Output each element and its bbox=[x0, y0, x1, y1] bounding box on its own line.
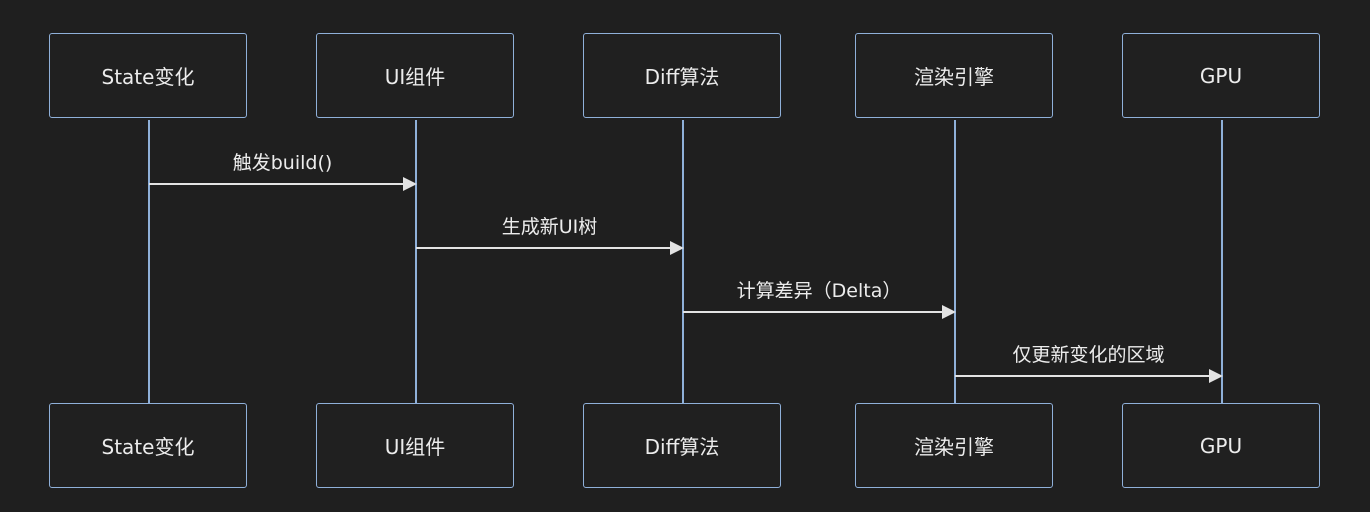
participant-bottom-ui: UI组件 bbox=[316, 403, 514, 488]
participant-bottom-state: State变化 bbox=[49, 403, 247, 488]
message-arrow-new-ui-tree bbox=[416, 241, 684, 255]
lifeline-ui bbox=[415, 120, 417, 403]
participant-label: State变化 bbox=[101, 65, 195, 89]
participant-top-render: 渲染引擎 bbox=[855, 33, 1053, 118]
arrow-line bbox=[683, 311, 944, 313]
participant-label: UI组件 bbox=[384, 435, 446, 459]
arrow-head-icon bbox=[1209, 369, 1223, 383]
participant-label: 渲染引擎 bbox=[914, 435, 994, 459]
lifeline-diff bbox=[682, 120, 684, 403]
message-label-new-ui-tree: 生成新UI树 bbox=[501, 216, 598, 238]
lifeline-state bbox=[148, 120, 150, 403]
participant-label: Diff算法 bbox=[644, 435, 720, 459]
arrow-line bbox=[955, 375, 1211, 377]
arrow-head-icon bbox=[403, 177, 417, 191]
arrow-head-icon bbox=[670, 241, 684, 255]
participant-bottom-gpu: GPU bbox=[1122, 403, 1320, 488]
message-arrow-compute-delta bbox=[683, 305, 956, 319]
participant-top-state: State变化 bbox=[49, 33, 247, 118]
participant-label: State变化 bbox=[101, 435, 195, 459]
arrow-head-icon bbox=[942, 305, 956, 319]
message-label-trigger-build: 触发build() bbox=[232, 152, 333, 174]
lifeline-render bbox=[954, 120, 956, 403]
arrow-line bbox=[149, 183, 405, 185]
message-arrow-trigger-build bbox=[149, 177, 417, 191]
participant-label: Diff算法 bbox=[644, 65, 720, 89]
participant-label: GPU bbox=[1199, 63, 1243, 88]
participant-label: GPU bbox=[1199, 433, 1243, 458]
participant-label: 渲染引擎 bbox=[914, 65, 994, 89]
participant-top-ui: UI组件 bbox=[316, 33, 514, 118]
message-label-update-region: 仅更新变化的区域 bbox=[1012, 344, 1165, 366]
message-label-compute-delta: 计算差异（Delta） bbox=[736, 280, 902, 302]
lifeline-gpu bbox=[1221, 120, 1223, 403]
participant-top-diff: Diff算法 bbox=[583, 33, 781, 118]
participant-label: UI组件 bbox=[384, 65, 446, 89]
arrow-line bbox=[416, 247, 672, 249]
participant-bottom-diff: Diff算法 bbox=[583, 403, 781, 488]
participant-top-gpu: GPU bbox=[1122, 33, 1320, 118]
participant-bottom-render: 渲染引擎 bbox=[855, 403, 1053, 488]
message-arrow-update-region bbox=[955, 369, 1223, 383]
